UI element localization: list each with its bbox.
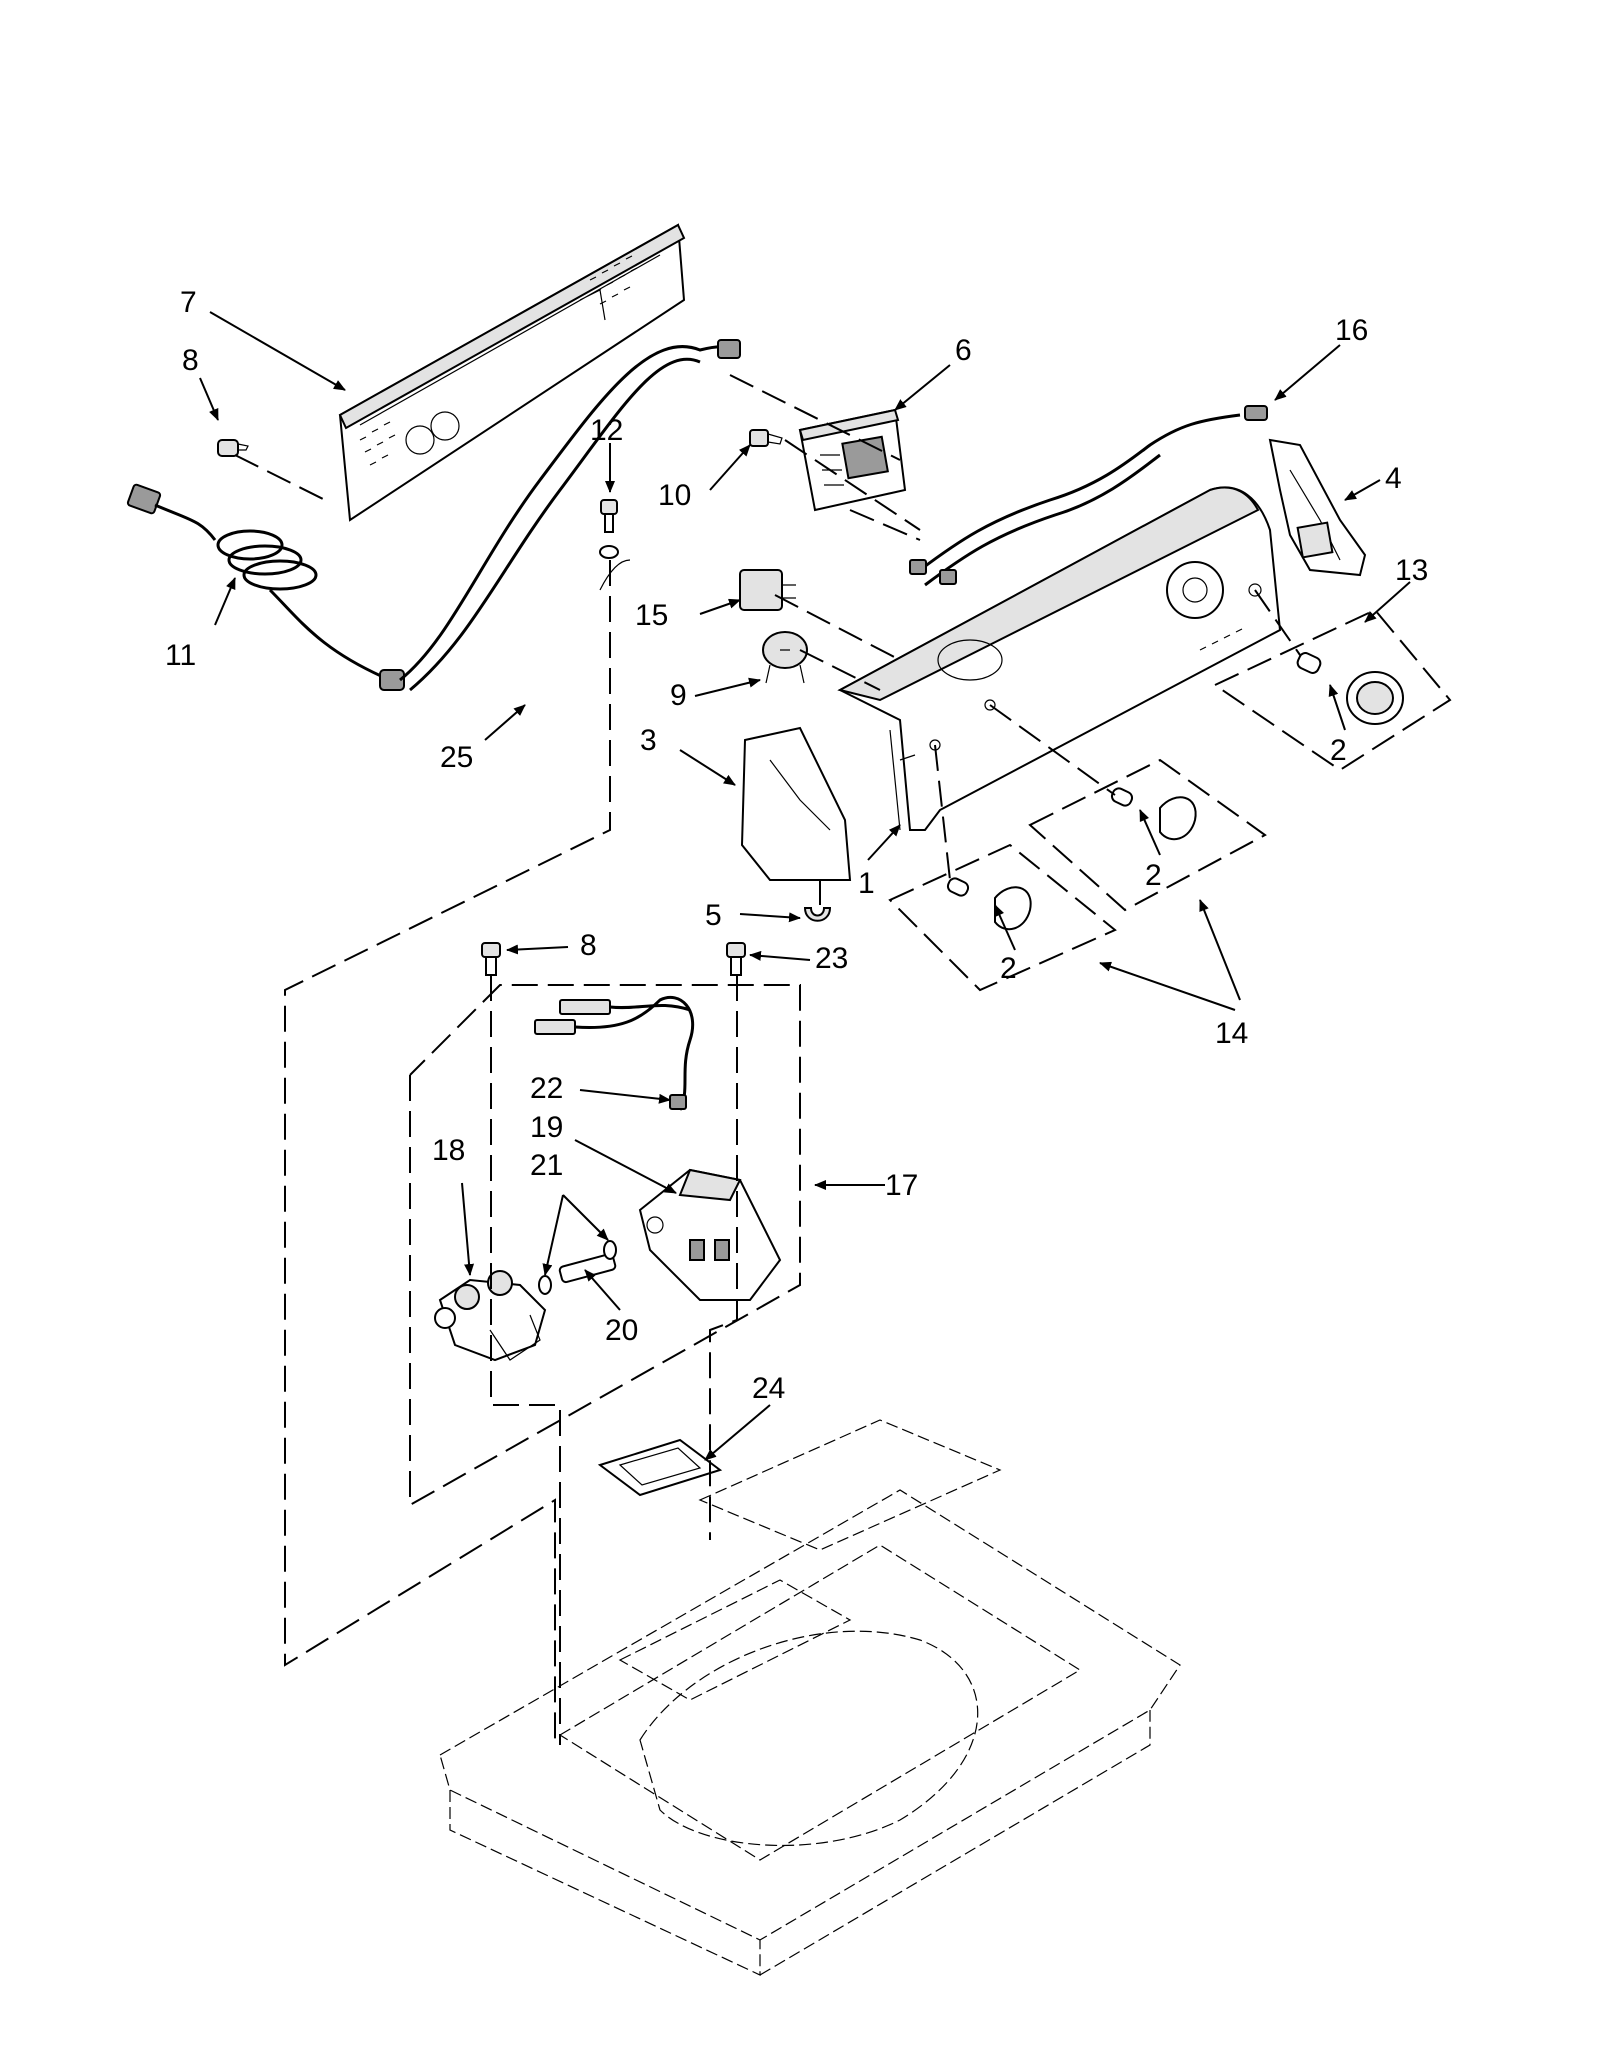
assembly-outlines — [234, 374, 1452, 1745]
leader-lines — [199, 311, 1411, 1461]
callout-13: 13 — [1395, 554, 1428, 587]
wire-harness — [909, 405, 1268, 587]
wire-harness-22 — [534, 995, 695, 1111]
console-panel — [837, 486, 1282, 831]
callout-12: 12 — [590, 414, 623, 447]
clip-5 — [803, 907, 832, 922]
callout-23: 23 — [815, 942, 848, 975]
washers-21 — [538, 1240, 617, 1295]
callout-25: 25 — [440, 741, 473, 774]
screw-8-top — [217, 439, 249, 457]
callout-4: 4 — [1385, 462, 1402, 495]
end-cap-right — [1268, 438, 1367, 577]
rear-panel-cover — [338, 223, 686, 522]
pressure-switch-9 — [762, 631, 808, 684]
callout-1: 1 — [858, 867, 875, 900]
cabinet-top — [439, 1419, 1181, 1976]
knob-right — [1296, 652, 1404, 725]
callout-11: 11 — [165, 639, 196, 672]
callout-18: 18 — [432, 1134, 465, 1167]
end-cap-left — [740, 726, 852, 881]
main-harness-wire — [399, 339, 741, 692]
callout-9: 9 — [670, 679, 687, 712]
pressure-switch-15 — [739, 569, 796, 611]
callout-15: 15 — [635, 599, 668, 632]
callout-8: 8 — [182, 344, 199, 377]
callout-8: 8 — [580, 929, 597, 962]
callout-labels: 7 8 6 16 12 10 4 13 15 11 9 2 3 25 2 1 5… — [165, 286, 1428, 1405]
screw-8-bottom — [481, 942, 501, 976]
callout-17: 17 — [885, 1169, 918, 1202]
callout-21: 21 — [530, 1149, 563, 1182]
water-valve-18 — [434, 1270, 547, 1362]
control-board — [798, 408, 907, 512]
pad-24 — [597, 1438, 723, 1497]
callout-20: 20 — [605, 1314, 638, 1347]
ground-screw-12 — [599, 499, 619, 559]
callout-7: 7 — [180, 286, 197, 319]
callout-22: 22 — [530, 1072, 563, 1105]
callout-6: 6 — [955, 334, 972, 367]
knob-bottom — [946, 877, 1032, 931]
callout-14: 14 — [1215, 1017, 1248, 1050]
power-cord — [126, 483, 405, 691]
callout-3: 3 — [640, 724, 657, 757]
callout-2: 2 — [1000, 952, 1017, 985]
callout-19: 19 — [530, 1111, 563, 1144]
knob-middle — [1110, 787, 1197, 841]
screw-10 — [749, 429, 783, 447]
callout-10: 10 — [658, 479, 691, 512]
callout-16: 16 — [1335, 314, 1368, 347]
screw-23 — [726, 942, 746, 976]
dispenser-19 — [638, 1168, 782, 1301]
callout-2: 2 — [1330, 734, 1347, 767]
callout-2: 2 — [1145, 859, 1162, 892]
callout-24: 24 — [752, 1372, 785, 1405]
callout-5: 5 — [705, 899, 722, 932]
